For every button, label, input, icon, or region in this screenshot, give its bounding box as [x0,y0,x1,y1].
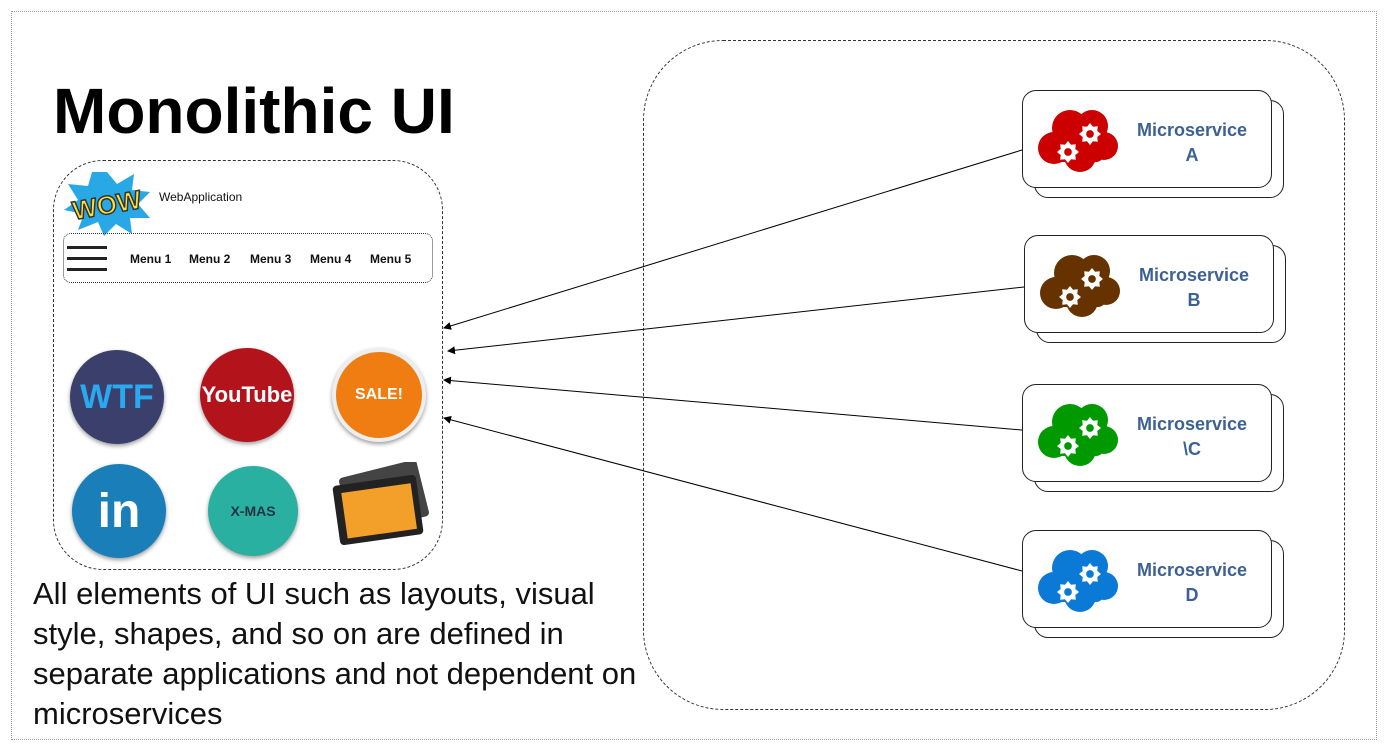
menu-item-3[interactable]: Menu 3 [250,252,292,266]
arrow-c [443,376,1023,431]
service-id: B [1187,290,1201,310]
outer-border [11,11,1377,740]
cloud-gears-icon [1038,550,1118,612]
xmas-badge-icon: X-MAS [208,466,298,556]
photos-icon [332,462,429,546]
service-id: \C [1183,439,1201,459]
hamburger-menu-icon[interactable] [67,246,107,272]
wow-logo-icon: WOW [64,172,150,236]
cloud-gears-icon [1040,255,1120,317]
linkedin-icon: in [72,464,166,558]
youtube-icon: YouTube [200,348,294,442]
app-name: WebApplication [159,190,243,204]
menu-item-1[interactable]: Menu 1 [130,252,172,266]
service-label: Microservice [1136,120,1248,140]
menu-item-4[interactable]: Menu 4 [310,252,352,266]
service-label: Microservice [1136,414,1248,434]
arrow-d [443,415,1023,572]
menu-bar: Menu 1 Menu 2 Menu 3 Menu 4 Menu 5 [63,233,433,283]
cloud-gears-icon [1038,110,1118,172]
service-id: D [1185,585,1199,605]
wtf-icon: WTF [70,350,164,444]
microservice-c: Microservice \C [1022,384,1284,492]
service-id: A [1185,145,1199,165]
microservices-container [643,40,1345,710]
menu-item-5[interactable]: Menu 5 [370,252,412,266]
arrow-b [447,286,1025,355]
sale-tag-icon: SALE! [332,348,426,442]
menu-item-2[interactable]: Menu 2 [189,252,231,266]
service-label: Microservice [1138,265,1250,285]
diagram-title: Monolithic UI [53,75,455,147]
description-text: All elements of UI such as layouts, visu… [33,576,637,731]
arrow-a [443,149,1023,330]
service-label: Microservice [1136,560,1248,580]
monolithic-ui-container [53,160,443,570]
cloud-gears-icon [1038,404,1118,466]
